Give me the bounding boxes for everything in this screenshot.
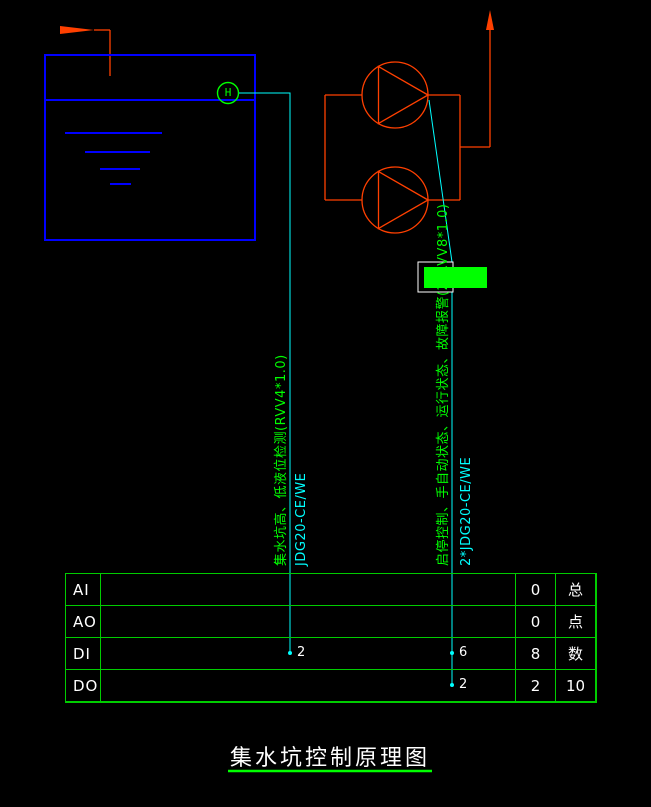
io-total-char-3: 数 [556,638,596,670]
io-row-count-ao: 0 [516,606,556,638]
pump1-circle [361,61,429,129]
control-signal-cable-label: 启停控制、手自动状态、运行状态、故障报警(2*RVV8*1.0) [436,203,451,566]
level-sensor-label: H [224,86,232,99]
pump1-impeller-triangle [377,65,430,125]
discharge-flow-arrow-icon [486,10,494,30]
control-do-tap-dot [450,683,454,687]
di-tap-count-level: 2 [297,645,306,660]
inlet-flow-arrow-icon [60,26,94,34]
io-total-value: 10 [556,670,596,702]
control-conduit-label: 2*JDG20-CE/WE [459,456,474,566]
io-row-count-ai: 0 [516,574,556,606]
pump-assembly [324,61,461,234]
io-point-table: AI 0 总 AO 0 点 DI 8 数 DO 2 10 [65,573,597,703]
control-signal-diagonal [428,99,453,263]
io-row-label-ai: AI [66,574,101,606]
io-total-char-2: 点 [556,606,596,638]
level-signal-cable-label: 集水坑高、低液位检测(RVV4*1.0) [274,354,289,566]
level-conduit-label: JDG20-CE/WE [294,472,309,566]
io-row-span-ao [101,606,516,638]
io-row-label-do: DO [66,670,101,702]
io-total-char-1: 总 [556,574,596,606]
level-sensor-circle [216,81,240,105]
io-row-span-ai [101,574,516,606]
io-row-span-do [101,670,516,702]
do-tap-count-control: 2 [459,677,468,692]
di-tap-count-control: 6 [459,645,468,660]
pump2-circle [361,166,429,234]
discharge-pipe [460,10,494,148]
io-row-label-ao: AO [66,606,101,638]
pump2-impeller-triangle [377,170,430,230]
level-signal-tap-dot [288,651,292,655]
io-row-count-do: 2 [516,670,556,702]
level-signal-polyline [239,92,291,653]
inlet-pipe [60,26,111,76]
tank-outline [44,54,256,241]
junction-box-fill [424,267,487,288]
level-signal-line [239,92,292,655]
junction-box [417,261,487,293]
io-row-label-di: DI [66,638,101,670]
control-di-tap-dot [450,651,454,655]
io-row-count-di: 8 [516,638,556,670]
io-row-span-di [101,638,516,670]
drawing-title: 集水坑控制原理图 [229,746,430,771]
control-signal-line [428,99,454,687]
